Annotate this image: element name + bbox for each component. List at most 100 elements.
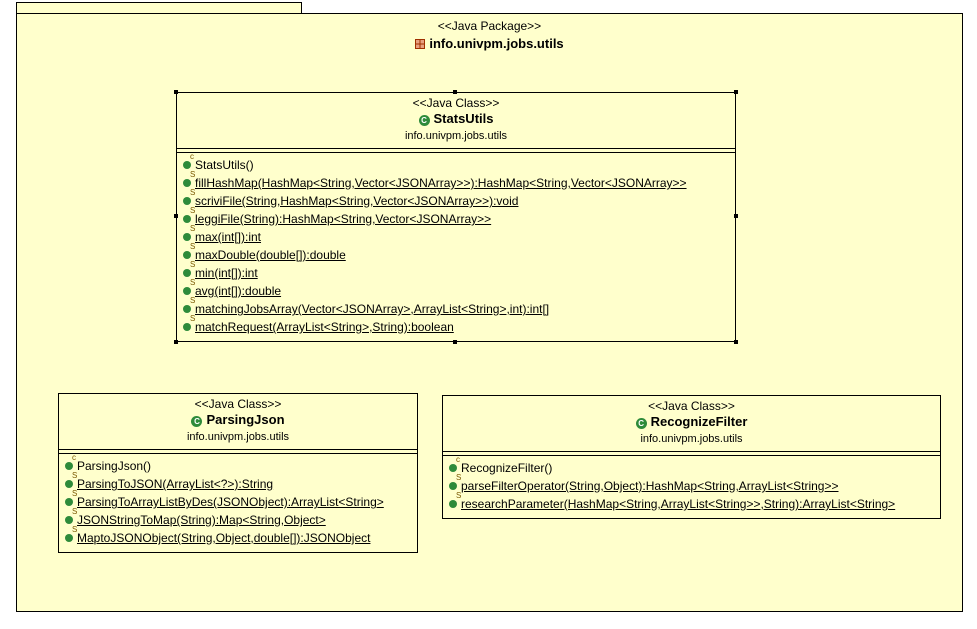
static-marker-icon: S (190, 296, 196, 305)
constructor-marker-icon: c (72, 453, 76, 462)
selection-handle[interactable] (174, 90, 178, 94)
method-signature: fillHashMap(HashMap<String,Vector<JSONAr… (195, 176, 687, 190)
package-icon (415, 39, 426, 49)
public-method-icon (449, 464, 457, 472)
class-icon: C (191, 416, 203, 427)
static-marker-icon: S (456, 473, 462, 482)
selection-handle[interactable] (734, 214, 738, 218)
class-name: RecognizeFilter (650, 414, 748, 429)
method-signature: JSONStringToMap(String):Map<String,Objec… (77, 513, 326, 527)
method-signature: ParsingJson() (77, 459, 152, 473)
package-name: info.univpm.jobs.utils (429, 36, 564, 51)
class-stereotype: <<Java Class>> (648, 399, 735, 413)
public-method-icon (449, 482, 457, 490)
public-method-icon (65, 462, 73, 470)
static-marker-icon: S (190, 314, 196, 323)
method-signature: matchingJobsArray(Vector<JSONArray>,Arra… (195, 302, 550, 316)
static-marker-icon: S (190, 278, 196, 287)
attribute-compartment (443, 451, 940, 455)
method-signature: researchParameter(HashMap<String,ArrayLi… (461, 497, 896, 511)
selection-handle[interactable] (453, 90, 457, 94)
class-icon: C (635, 418, 647, 429)
method-signature: maxDouble(double[]):double (195, 248, 346, 262)
compartment-divider (177, 152, 735, 153)
public-method-icon (183, 323, 191, 331)
method-signature: avg(int[]):double (195, 284, 282, 298)
public-method-icon (183, 161, 191, 169)
static-marker-icon: S (190, 170, 196, 179)
class-package: info.univpm.jobs.utils (404, 130, 508, 142)
public-method-icon (449, 500, 457, 508)
class-stereotype: <<Java Class>> (412, 96, 500, 110)
public-method-icon (65, 534, 73, 542)
class-package: info.univpm.jobs.utils (640, 433, 743, 445)
constructor-marker-icon: c (190, 152, 194, 161)
public-method-icon (183, 269, 191, 277)
selection-handle[interactable] (734, 340, 738, 344)
static-marker-icon: S (190, 224, 196, 233)
public-method-icon (183, 287, 191, 295)
public-method-icon (65, 516, 73, 524)
attribute-compartment (59, 449, 417, 453)
class-icon: C (418, 115, 430, 126)
method-signature: min(int[]):int (195, 266, 258, 280)
class-stereotype: <<Java Class>> (194, 397, 282, 411)
selection-handle[interactable] (174, 340, 178, 344)
attribute-compartment (177, 148, 735, 152)
public-method-icon (183, 305, 191, 313)
selection-handle[interactable] (453, 340, 457, 344)
method-signature: matchRequest(ArrayList<String>,String):b… (195, 320, 454, 334)
class-name: ParsingJson (206, 412, 285, 427)
method-signature: leggiFile(String):HashMap<String,Vector<… (195, 212, 492, 226)
public-method-icon (183, 197, 191, 205)
public-method-icon (183, 215, 191, 223)
method-signature: parseFilterOperator(String,Object):HashM… (461, 479, 839, 493)
selection-handle[interactable] (174, 214, 178, 218)
static-marker-icon: S (456, 491, 462, 500)
class-package: info.univpm.jobs.utils (186, 431, 290, 443)
selection-handle[interactable] (734, 90, 738, 94)
static-marker-icon: S (190, 242, 196, 251)
constructor-marker-icon: c (456, 455, 460, 464)
public-method-icon (183, 251, 191, 259)
method-signature: RecognizeFilter() (461, 461, 553, 475)
compartment-divider (59, 453, 417, 454)
static-marker-icon: S (190, 188, 196, 197)
method-signature: MaptoJSONObject(String,Object,double[]):… (77, 531, 371, 545)
static-marker-icon: S (190, 206, 196, 215)
package-stereotype: <<Java Package>> (437, 19, 542, 33)
static-marker-icon: S (72, 525, 78, 534)
package-tab (16, 2, 302, 14)
static-marker-icon: S (72, 489, 78, 498)
method-signature: ParsingToArrayListByDes(JSONObject):Arra… (77, 495, 384, 509)
static-marker-icon: S (72, 507, 78, 516)
static-marker-icon: S (190, 260, 196, 269)
public-method-icon (183, 179, 191, 187)
public-method-icon (183, 233, 191, 241)
method-signature: ParsingToJSON(ArrayList<?>):String (77, 477, 274, 491)
